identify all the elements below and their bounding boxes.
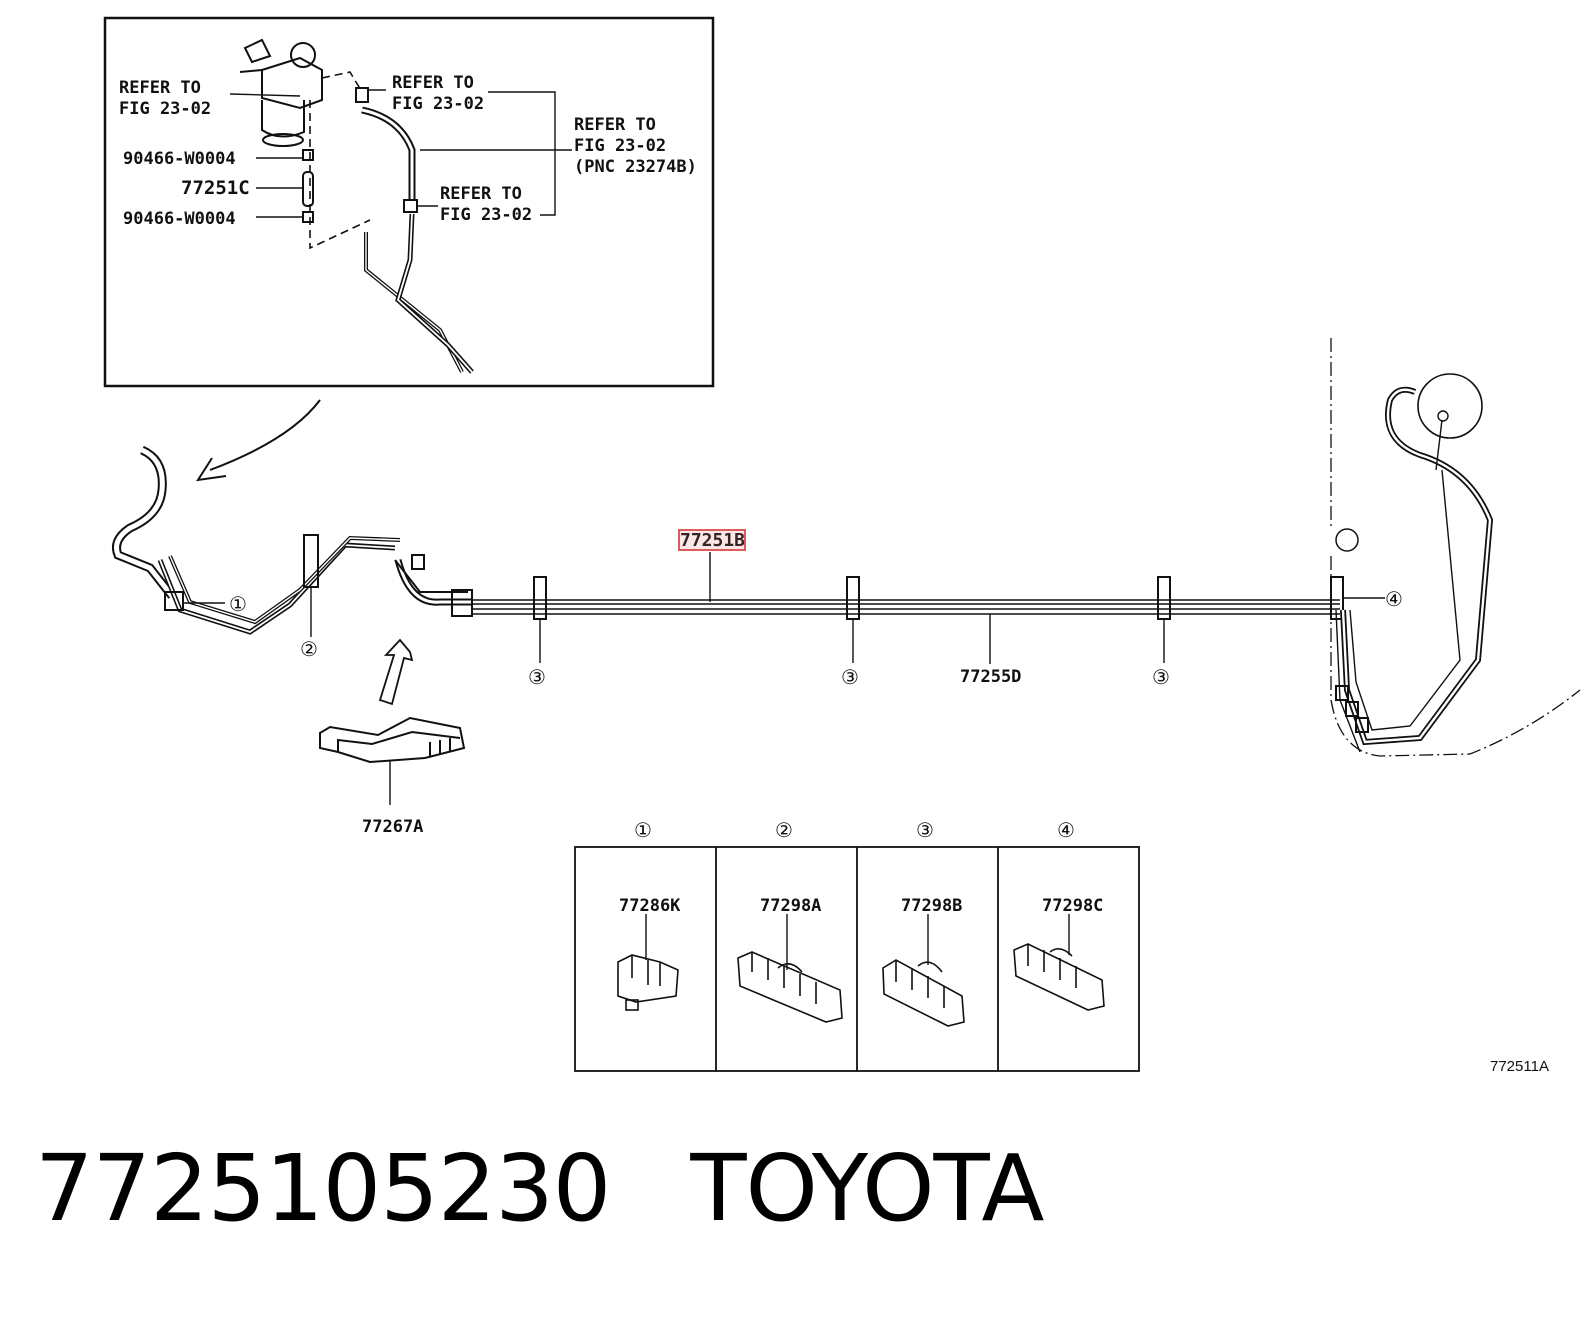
refer-label-2-line1: REFER TO [392,73,474,93]
footer-part-number: 7725105230 [35,1135,611,1242]
figure-id: 772511A [1490,1058,1549,1075]
legend-marker-4: ④ [1057,818,1075,842]
refer-label-1-line1: REFER TO [119,78,201,98]
refer-label-3-line3: (PNC 23274B) [574,157,697,177]
inset-frame [103,16,715,388]
legend-part-77298C: 77298C [1042,896,1103,916]
clamp-marker-3a: ③ [528,665,546,689]
footer-caption: 7725105230 TOYOTA [35,1135,1045,1242]
clip-77298B-drawing [882,959,965,1027]
inset-hose [361,106,416,200]
main-pipe-bundle [472,599,1340,615]
refer-label-3-line2: FIG 23-02 [574,136,666,156]
legend-marker-2: ② [775,818,793,842]
legend-part-77298A: 77298A [760,896,821,916]
part-label-77251B: 77251B [680,530,745,551]
right-filler-pipes [1335,386,1494,753]
clip-77298C-drawing [1013,943,1105,1011]
protector-drawing [319,716,466,764]
clamp-marker-3c: ③ [1152,665,1170,689]
part-label-77267A: 77267A [362,817,423,837]
part-label-77251C: 77251C [181,177,250,199]
refer-label-4-line1: REFER TO [440,184,522,204]
clamp-marker-1: ① [229,592,247,616]
clip-77298A-drawing [737,951,843,1023]
clamp-marker-4: ④ [1385,587,1403,611]
legend-marker-3: ③ [916,818,934,842]
refer-label-2-line2: FIG 23-02 [392,94,484,114]
refer-label-3-line1: REFER TO [574,115,656,135]
refer-label-1-line2: FIG 23-02 [119,99,211,119]
refer-label-4-line2: FIG 23-02 [440,205,532,225]
part-label-90466-lower: 90466-W0004 [123,209,236,229]
clamp-legend-table [574,846,1140,1072]
part-highlight-box [678,529,746,551]
legend-part-77286K: 77286K [619,896,681,916]
legend-marker-1: ① [634,818,652,842]
legend-part-77298B: 77298B [901,896,962,916]
clip-77286K-drawing [617,954,679,1011]
part-label-90466-upper: 90466-W0004 [123,149,236,169]
clamp-marker-3b: ③ [841,665,859,689]
left-hose-assembly [112,445,473,635]
part-label-77255D: 77255D [960,667,1021,687]
clamp-marker-2: ② [300,637,318,661]
fuel-filter-drawing [239,38,323,147]
footer-brand: TOYOTA [690,1135,1044,1242]
